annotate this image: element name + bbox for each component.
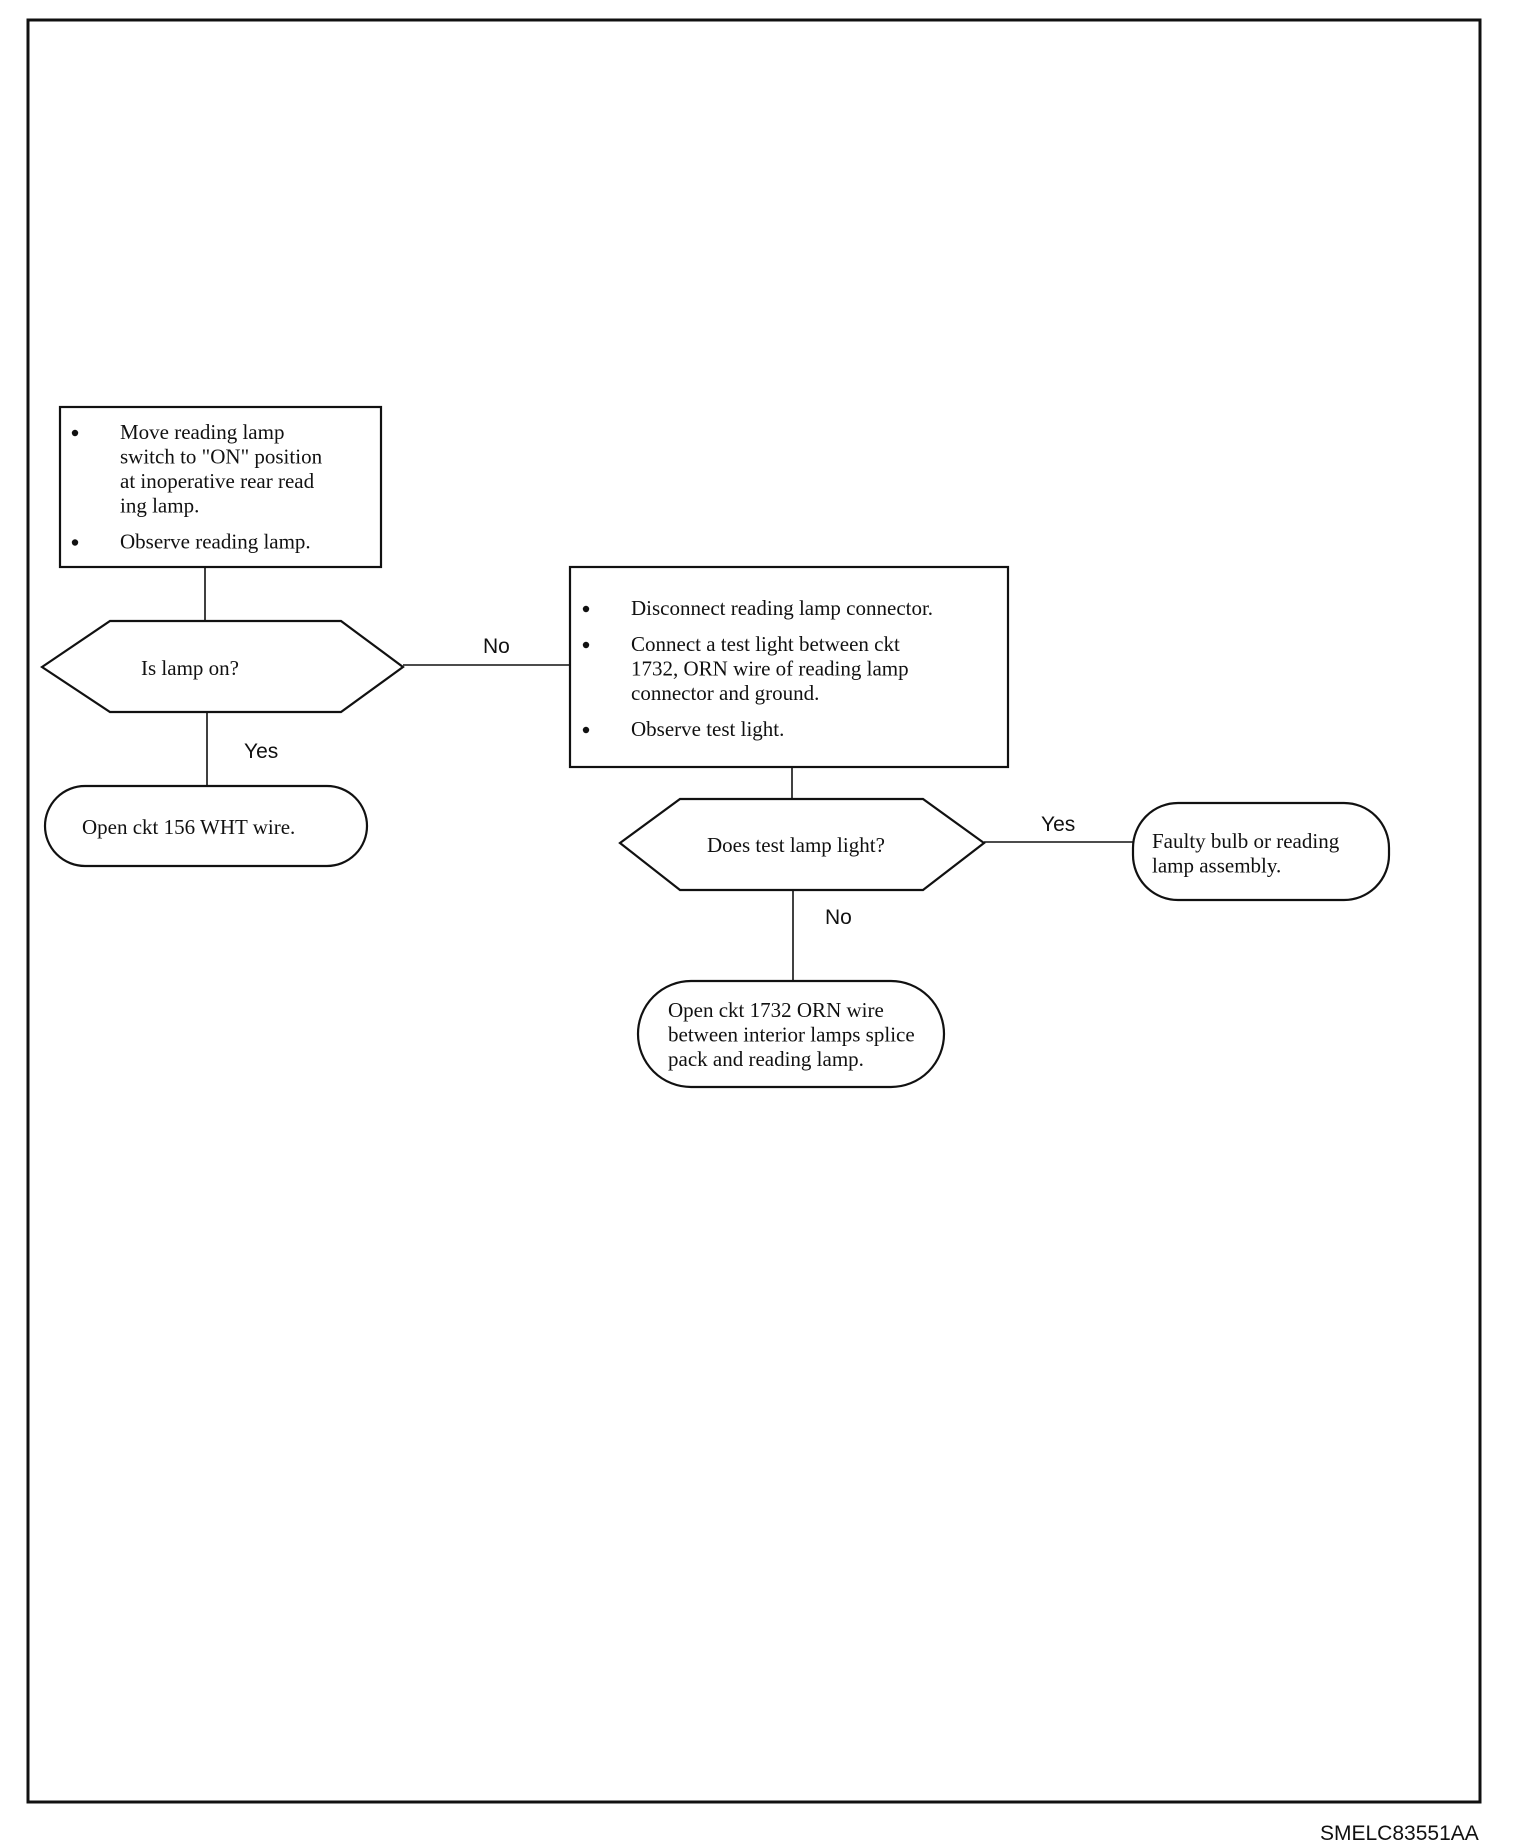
instruction-line: Observe reading lamp. [120, 530, 311, 554]
result-open-ckt-156-text: Open ckt 156 WHT wire. [82, 815, 295, 839]
decision2-hexagon: Does test lamp light? [618, 797, 986, 892]
instruction-line: switch to "ON" position [120, 445, 323, 469]
result-line: Open ckt 1732 ORN wire [668, 998, 884, 1022]
decision2-question: Does test lamp light? [707, 833, 885, 857]
step2-process-box: Disconnect reading lamp connector. Connec… [568, 565, 1010, 769]
instruction-line: Disconnect reading lamp connector. [631, 596, 933, 620]
decision1-question: Is lamp on? [141, 656, 239, 680]
bullet-dot [71, 429, 79, 437]
result-line: lamp assembly. [1152, 854, 1281, 878]
instruction-line: ing lamp. [120, 494, 199, 518]
bullet-dot [582, 605, 590, 613]
page-frame [26, 18, 1482, 1804]
result-line: Open ckt 156 WHT wire. [82, 815, 295, 839]
instruction-line: connector and ground. [631, 681, 819, 705]
instruction-line: 1732, ORN wire of reading lamp [631, 657, 909, 681]
decision1-yes-label: Yes [244, 740, 278, 763]
result-line: between interior lamps splice [668, 1023, 915, 1047]
instruction-line: at inoperative rear read [120, 469, 315, 493]
figure-id: SMELC83551AA [1320, 1822, 1479, 1845]
bullet-dot [71, 539, 79, 546]
instruction-line: Move reading lamp [120, 420, 284, 444]
step2-instructions: Disconnect reading lamp connector. Connec… [582, 596, 933, 741]
instruction-line: Connect a test light between ckt [631, 632, 900, 656]
result-line: Faulty bulb or reading [1152, 829, 1340, 853]
connector-lines [204, 567, 1133, 981]
decision1-hexagon: Is lamp on? [40, 619, 405, 714]
decision2-no-label: No [825, 906, 852, 929]
instruction-line: Observe test light. [631, 717, 784, 741]
bullet-dot [582, 726, 590, 734]
decision2-yes-label: Yes [1041, 813, 1075, 836]
bullet-dot [582, 641, 590, 649]
decision1-no-label: No [483, 635, 510, 658]
result-open-ckt-156: Open ckt 156 WHT wire. [43, 784, 369, 868]
result-line: pack and reading lamp. [668, 1047, 864, 1071]
